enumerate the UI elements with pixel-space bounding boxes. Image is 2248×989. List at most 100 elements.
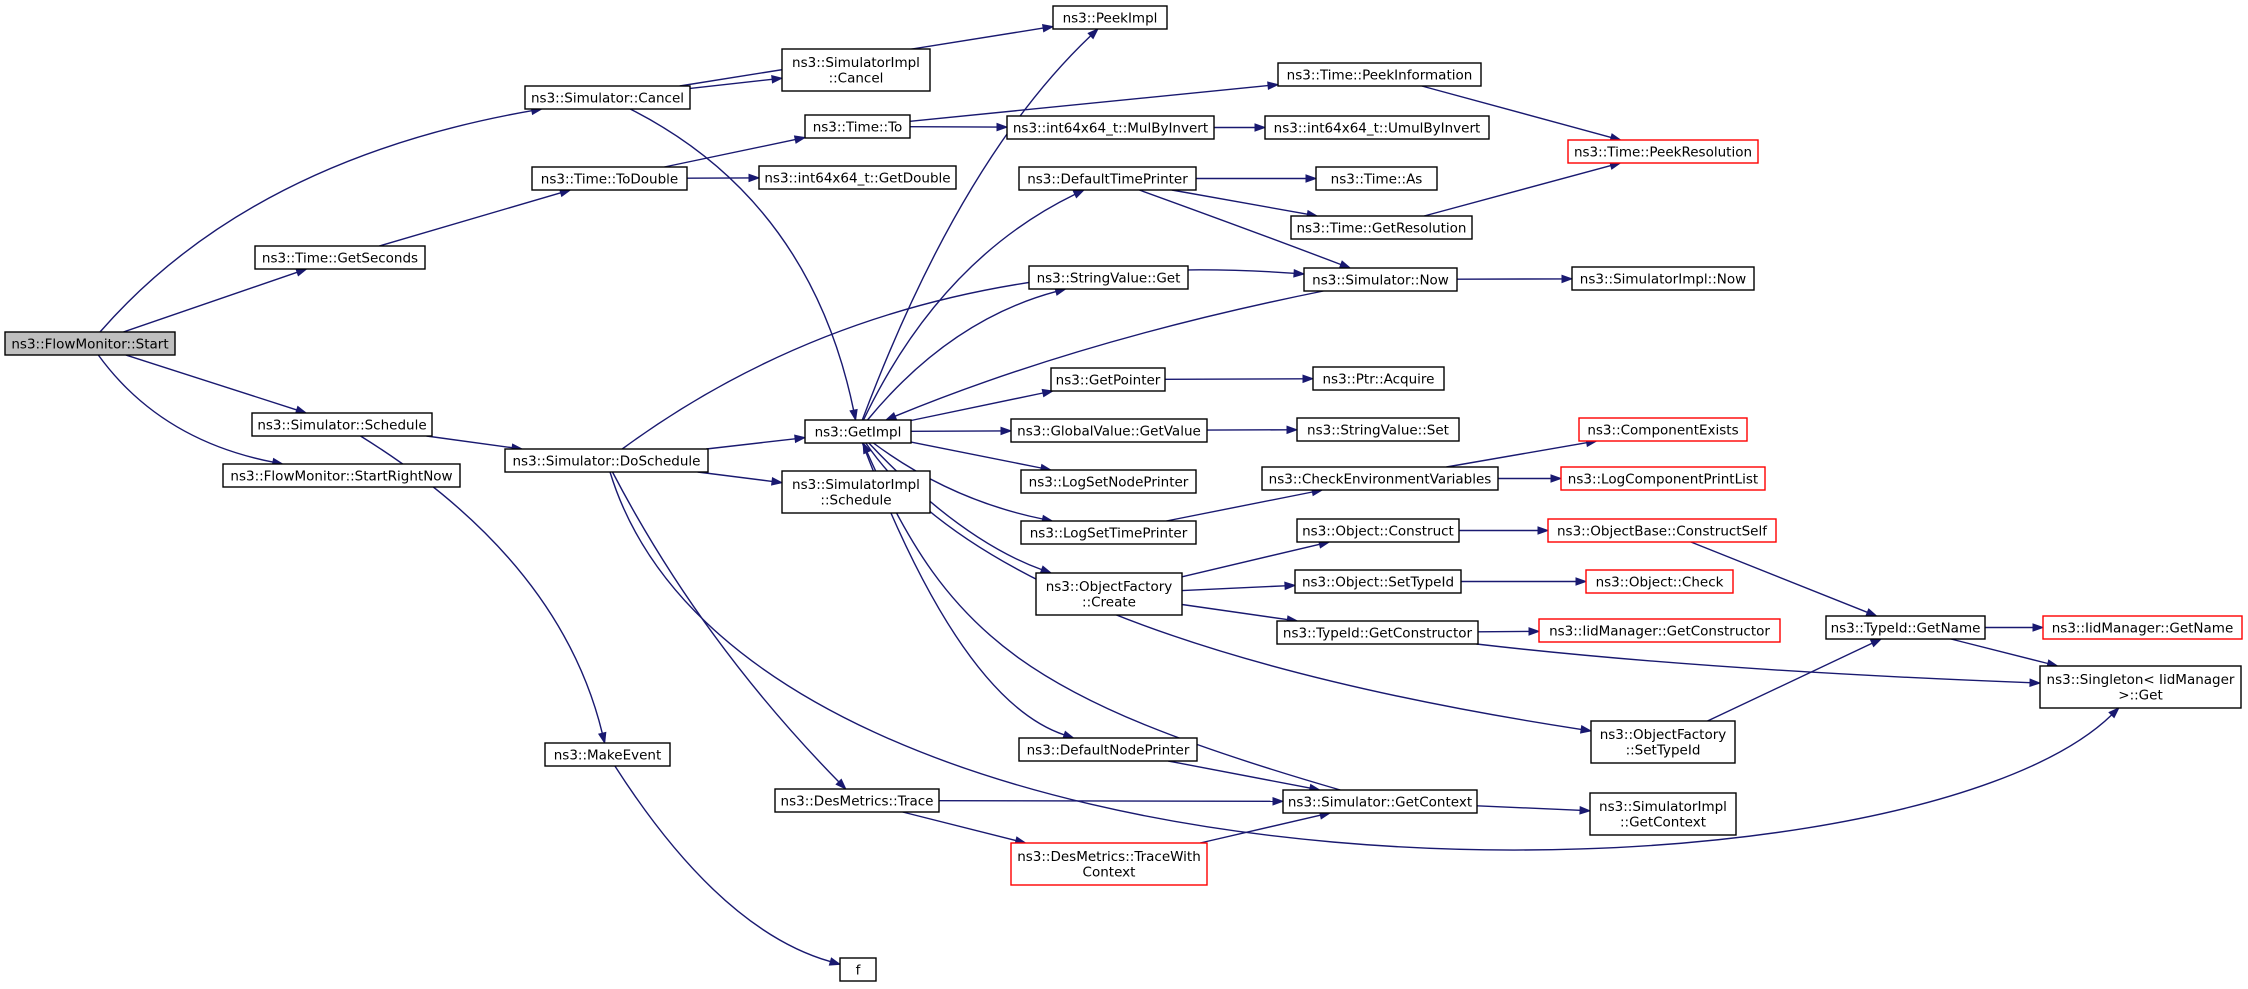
- edge-getimpl-to-peekimpl: [861, 27, 1099, 421]
- node-globalvalue-getvalue[interactable]: ns3::GlobalValue::GetValue: [1010, 418, 1208, 443]
- node-peekimpl[interactable]: ns3::PeekImpl: [1052, 5, 1168, 30]
- node-checkenvvars[interactable]: ns3::CheckEnvironmentVariables: [1261, 466, 1499, 491]
- edge-line: [706, 438, 796, 450]
- arrowhead-icon: [862, 441, 872, 455]
- arrowhead-icon: [1302, 374, 1315, 384]
- node-simulatorimpl-schedule[interactable]: ns3::SimulatorImpl::Schedule: [781, 470, 931, 514]
- node-box: [2042, 615, 2243, 640]
- edge-defaultnodeprinter-to-simulator-getcontext: [1168, 760, 1322, 793]
- node-simulator-cancel[interactable]: ns3::Simulator::Cancel: [524, 85, 691, 110]
- node-objectbase-constructself[interactable]: ns3::ObjectBase::ConstructSelf: [1547, 518, 1777, 543]
- node-object-check[interactable]: ns3::Object::Check: [1585, 569, 1734, 594]
- node-box: [1585, 569, 1734, 594]
- node-label: ns3::Time::GetResolution: [1296, 220, 1466, 236]
- node-time-peekresolution[interactable]: ns3::Time::PeekResolution: [1567, 139, 1759, 164]
- edge-flowmonitor-start-to-simulator-schedule: [125, 354, 308, 414]
- node-defaultnodeprinter[interactable]: ns3::DefaultNodePrinter: [1018, 737, 1198, 762]
- node-label: ::SetTypeId: [1626, 743, 1701, 759]
- node-time-peekinformation[interactable]: ns3::Time::PeekInformation: [1277, 62, 1482, 87]
- node-makeevent[interactable]: ns3::MakeEvent: [544, 742, 671, 767]
- node-simulatorimpl-now[interactable]: ns3::SimulatorImpl::Now: [1571, 266, 1755, 291]
- node-iidmanager-getname[interactable]: ns3::IidManager::GetName: [2042, 615, 2243, 640]
- edge-line: [1139, 189, 1342, 266]
- node-box: [504, 448, 709, 473]
- node-flowmonitor-startrightnow[interactable]: ns3::FlowMonitor::StartRightNow: [222, 463, 461, 488]
- node-simulator-doschedule[interactable]: ns3::Simulator::DoSchedule: [504, 448, 709, 473]
- edge-line: [894, 290, 1324, 417]
- node-label: >::Get: [2118, 688, 2162, 704]
- node-stringvalue-set[interactable]: ns3::StringValue::Set: [1296, 417, 1460, 442]
- node-label: ns3::MakeEvent: [554, 747, 662, 763]
- node-time-getseconds[interactable]: ns3::Time::GetSeconds: [254, 245, 426, 270]
- arrowhead-icon: [1579, 805, 1592, 815]
- node-ptr-acquire[interactable]: ns3::Ptr::Acquire: [1312, 366, 1445, 391]
- edge-line: [902, 811, 1017, 842]
- node-getpointer[interactable]: ns3::GetPointer: [1050, 367, 1166, 392]
- node-box: [4, 331, 176, 356]
- arrowhead-icon: [2108, 706, 2120, 719]
- node-time-as[interactable]: ns3::Time::As: [1315, 166, 1438, 191]
- node-f[interactable]: f: [839, 957, 877, 982]
- edge-line: [379, 192, 561, 247]
- arrowhead-icon: [849, 408, 858, 422]
- node-label: ns3::IidManager::GetConstructor: [1549, 623, 1770, 639]
- node-label: ::Schedule: [820, 493, 891, 509]
- node-box: [758, 165, 957, 190]
- node-desmetrics-trace[interactable]: ns3::DesMetrics::Trace: [774, 788, 940, 813]
- node-objectfactory-settypeid[interactable]: ns3::ObjectFactory::SetTypeId: [1590, 720, 1736, 764]
- arrowhead-icon: [793, 135, 807, 144]
- node-time-getresolution[interactable]: ns3::Time::GetResolution: [1290, 215, 1473, 240]
- node-label: ns3::SimulatorImpl: [1599, 799, 1727, 815]
- arrowhead-icon: [1293, 268, 1306, 278]
- node-logsettimeprinter[interactable]: ns3::LogSetTimePrinter: [1020, 520, 1197, 545]
- node-object-settypeid[interactable]: ns3::Object::SetTypeId: [1294, 569, 1462, 594]
- node-typeid-getconstructor[interactable]: ns3::TypeId::GetConstructor: [1276, 620, 1479, 645]
- edge-getimpl-to-stringvalue-get: [866, 287, 1068, 421]
- edge-line: [938, 800, 1274, 802]
- node-label: ns3::ComponentExists: [1587, 422, 1738, 438]
- node-componentexists[interactable]: ns3::ComponentExists: [1578, 417, 1748, 442]
- edge-flowmonitor-start-to-simulator-cancel: [99, 106, 544, 333]
- arrowhead-icon: [1550, 474, 1563, 483]
- edge-simulator-cancel-to-getimpl: [629, 108, 858, 422]
- node-simulator-getcontext[interactable]: ns3::Simulator::GetContext: [1282, 789, 1478, 814]
- node-singleton-get[interactable]: ns3::Singleton< IidManager>::Get: [2039, 665, 2242, 709]
- node-label: ns3::DesMetrics::TraceWith: [1017, 849, 1201, 865]
- node-label: ns3::LogComponentPrintList: [1568, 471, 1758, 487]
- function-nodes: ns3::FlowMonitor::Startns3::Simulator::C…: [4, 5, 2243, 982]
- node-logcomponentprintlist[interactable]: ns3::LogComponentPrintList: [1560, 466, 1766, 491]
- node-stringvalue-get[interactable]: ns3::StringValue::Get: [1028, 265, 1189, 290]
- edge-line: [123, 271, 298, 333]
- node-label: ns3::Simulator::DoSchedule: [513, 453, 701, 469]
- node-objectfactory-create[interactable]: ns3::ObjectFactory::Create: [1035, 572, 1183, 616]
- edge-checkenvvars-to-logcomponentprintlist: [1498, 474, 1563, 483]
- node-label: ns3::Simulator::Schedule: [257, 417, 426, 433]
- arrowhead-icon: [1041, 23, 1055, 33]
- node-int64-mulbyinvert[interactable]: ns3::int64x64_t::MulByInvert: [1006, 115, 1215, 140]
- node-iidmanager-getconstructor[interactable]: ns3::IidManager::GetConstructor: [1538, 618, 1781, 643]
- edge-line: [1181, 585, 1286, 592]
- node-simulatorimpl-getcontext[interactable]: ns3::SimulatorImpl::GetContext: [1589, 792, 1737, 836]
- node-box: [781, 48, 931, 92]
- edge-line: [97, 354, 274, 463]
- node-time-todouble[interactable]: ns3::Time::ToDouble: [531, 166, 688, 191]
- arrowhead-icon: [1561, 274, 1574, 284]
- arrowhead-icon: [1087, 27, 1099, 40]
- node-int64-umulbyinvert[interactable]: ns3::int64x64_t::UmulByInvert: [1264, 115, 1490, 140]
- node-label: ns3::Time::GetSeconds: [262, 250, 418, 266]
- edge-line: [866, 290, 1057, 421]
- node-typeid-getname[interactable]: ns3::TypeId::GetName: [1825, 615, 1986, 640]
- node-object-construct[interactable]: ns3::Object::Construct: [1296, 518, 1460, 543]
- node-getimpl[interactable]: ns3::GetImpl: [804, 419, 912, 444]
- edge-getimpl-to-globalvalue-getvalue: [910, 426, 1013, 436]
- node-int64-getdouble[interactable]: ns3::int64x64_t::GetDouble: [758, 165, 957, 190]
- node-logsetnodeprinter[interactable]: ns3::LogSetNodePrinter: [1020, 469, 1197, 494]
- node-box: [804, 419, 912, 444]
- node-defaulttimeprinter[interactable]: ns3::DefaultTimePrinter: [1018, 166, 1197, 191]
- node-time-to[interactable]: ns3::Time::To: [804, 114, 911, 139]
- node-simulator-now[interactable]: ns3::Simulator::Now: [1303, 267, 1458, 292]
- node-simulator-schedule[interactable]: ns3::Simulator::Schedule: [251, 412, 433, 437]
- node-simulatorimpl-cancel[interactable]: ns3::SimulatorImpl::Cancel: [781, 48, 931, 92]
- node-box: [1006, 115, 1215, 140]
